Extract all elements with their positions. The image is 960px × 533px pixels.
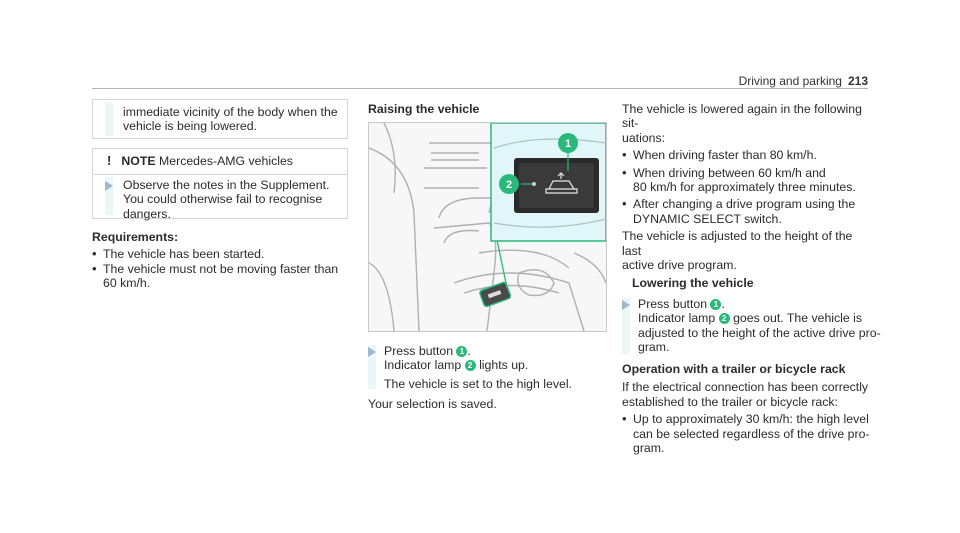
callout-2-icon	[499, 174, 519, 194]
callout-2-label: 2	[506, 179, 512, 191]
callout-1-icon	[558, 133, 578, 153]
note-title: NOTE	[121, 154, 156, 168]
saved-text: Your selection is saved.	[368, 397, 497, 411]
lowering-title: Lowering the vehicle	[632, 276, 754, 291]
trailer-section: Operation with a trailer or bicycle rack…	[622, 362, 872, 455]
trailer-item: Up to approximately 30 km/h: the high le…	[622, 412, 872, 455]
instruction-arrow-icon	[368, 347, 376, 357]
callout-1-badge: 1	[456, 346, 468, 357]
requirements-title: Requirements:	[92, 230, 179, 244]
instruction-arrow-icon	[105, 181, 113, 191]
warning-continuation-box: immediate vicinity of the body when the …	[92, 99, 348, 139]
note-heading: ! NOTE Mercedes-AMG vehicles	[107, 153, 293, 168]
page-number: 213	[847, 74, 868, 88]
header-rule	[92, 88, 868, 89]
requirement-item: The vehicle must not be moving faster th…	[92, 262, 352, 291]
continuation-line-2: vehicle is being lowered.	[123, 119, 257, 134]
raising-steps: Press button 1. Indicator lamp 2 lights …	[384, 344, 572, 391]
center-console-svg: 1 2	[369, 123, 606, 331]
requirements-section: Requirements: The vehicle has been start…	[92, 230, 352, 291]
note-box: ! NOTE Mercedes-AMG vehicles Observe the…	[92, 148, 348, 221]
raising-title: Raising the vehicle	[368, 102, 480, 116]
callout-2-badge: 2	[718, 313, 730, 325]
callout-1-label: 1	[565, 138, 571, 150]
note-text-2: You could otherwise fail to recognise	[123, 192, 323, 207]
note-text-1: Observe the notes in the Supplement.	[123, 178, 330, 192]
step-press: Press button 1.	[384, 344, 471, 358]
console-illustration: 1 2	[368, 122, 607, 332]
instruction-arrow-icon	[622, 300, 630, 310]
callout-1-badge: 1	[710, 299, 722, 310]
trailer-title: Operation with a trailer or bicycle rack	[622, 362, 846, 376]
section-title: Driving and parking	[738, 74, 842, 88]
step-result: The vehicle is set to the high level.	[384, 376, 572, 391]
lowering-steps: Press button 1. Indicator lamp 2 goes ou…	[638, 297, 881, 355]
exclamation-icon: !	[107, 153, 112, 168]
running-header: Driving and parking 213	[739, 74, 868, 88]
continuation-line-1: immediate vicinity of the body when the	[123, 105, 338, 119]
lowering-condition: After changing a drive program using the…	[622, 197, 872, 226]
right-column: The vehicle is lowered again in the foll…	[622, 102, 872, 291]
lowering-condition: When driving faster than 80 km/h.	[622, 148, 872, 163]
note-subtitle: Mercedes-AMG vehicles	[159, 154, 293, 168]
callout-2-badge: 2	[464, 360, 476, 372]
note-text-3: dangers.	[123, 206, 171, 221]
step-lamp: Indicator lamp 2 lights up.	[384, 358, 529, 373]
requirement-item: The vehicle has been started.	[92, 247, 352, 262]
